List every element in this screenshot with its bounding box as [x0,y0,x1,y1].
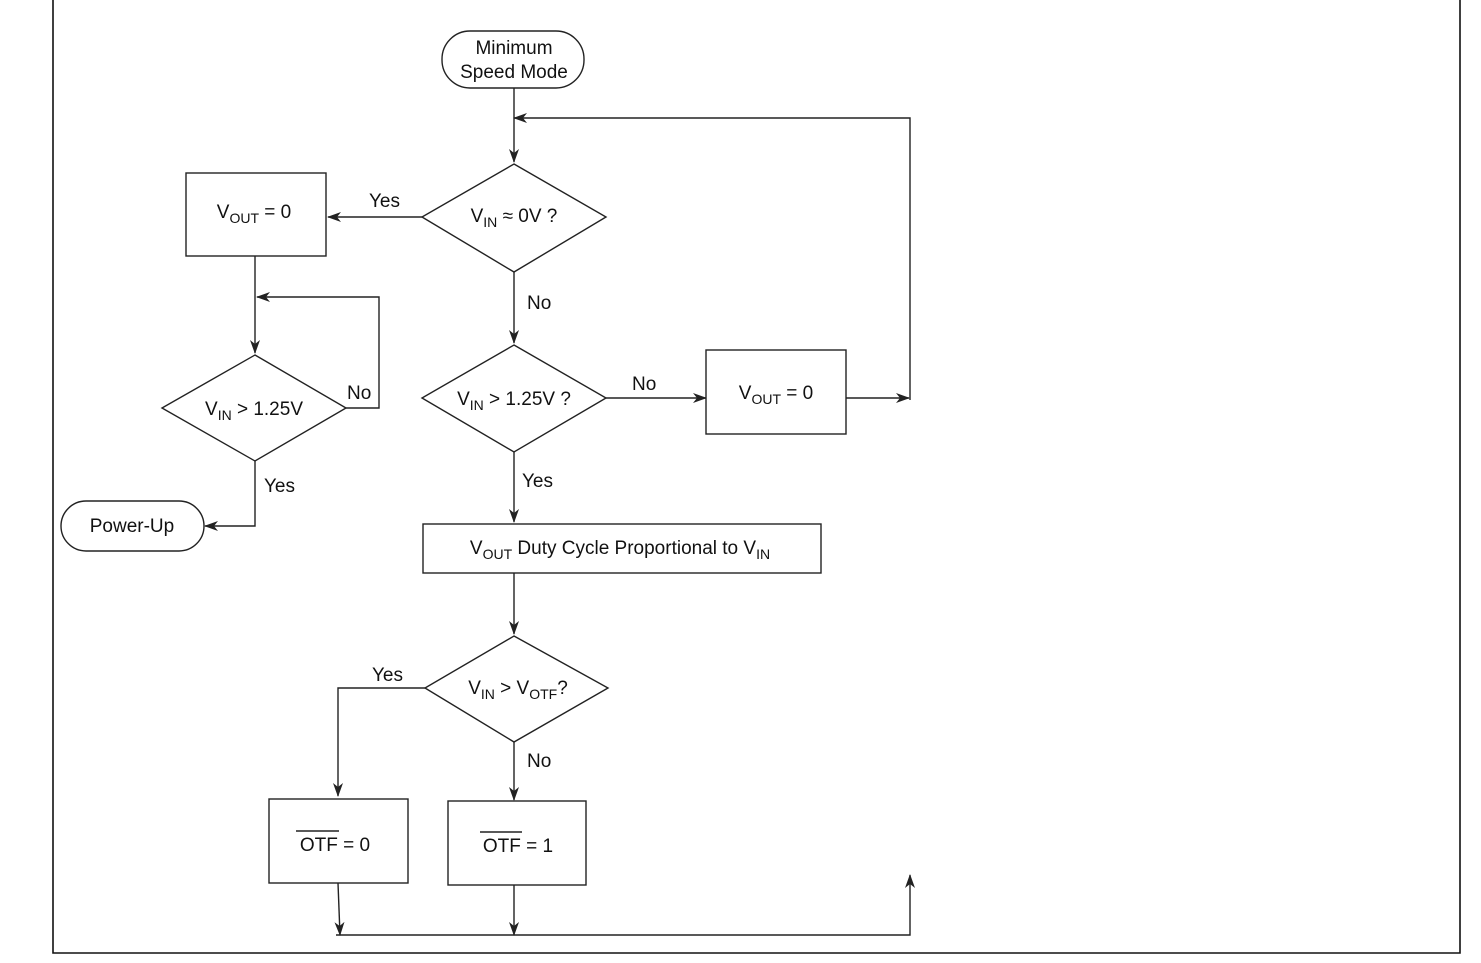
label-votf-no: No [527,751,551,772]
start-label-line1: Minimum [475,38,552,59]
greater-than-text: > [495,678,517,699]
power-up-label: Power-Up [90,516,174,537]
box-vout-right-text: = 0 [781,383,813,404]
label-votf-yes: Yes [372,665,403,686]
arrow-bottom-return [336,874,915,936]
start-terminal: Minimum Speed Mode [441,30,585,89]
vout-symbol: V [217,202,230,223]
arrow-otf0-down [334,882,345,936]
arrow-left-loop-no [256,292,380,409]
arrow-votf-yes [333,687,425,797]
label-center-yes: Yes [522,471,553,492]
vin-symbol: V [471,206,484,227]
decision-vin-approx-zero: VIN ≈ 0V ? [420,163,608,273]
box-otf-0: OTF = 0 [268,798,409,884]
question-mark: ? [557,678,568,699]
label-center-no: No [632,374,656,395]
connectors [204,88,915,936]
svg-text:VOUT Duty Cycle Proportional t: VOUT Duty Cycle Proportional to VIN [470,538,770,562]
otf-1-value: = 1 [521,836,553,857]
svg-text:VIN > VOTF?: VIN > VOTF? [468,678,568,702]
terminal-power-up: Power-Up [60,500,205,552]
decision-vin-gt-125-left: VIN > 1.25V [160,354,348,462]
svg-text:VIN > 1.25V: VIN > 1.25V [205,399,303,423]
box-vout-left-text: = 0 [259,202,291,223]
vin-symbol: V [457,389,470,410]
vin-symbol: V [468,678,481,699]
otf-signal: OTF [483,836,521,857]
vin-subscript: IN [470,397,484,413]
start-label-line2: Speed Mode [460,62,568,83]
decision-vin-zero-text: ≈ 0V ? [497,206,557,227]
box-vout-zero-right: VOUT = 0 [705,349,847,435]
box-vout-zero-left: VOUT = 0 [185,172,327,257]
decision-vin-gt-125-center: VIN > 1.25V ? [420,344,608,453]
box-duty-cycle: VOUT Duty Cycle Proportional to VIN [422,523,822,574]
svg-text:OTF = 0: OTF = 0 [300,835,370,856]
votf-symbol: V [517,678,530,699]
label-left-yes: Yes [264,476,295,497]
vin-subscript: IN [481,686,495,702]
otf-0-value: = 0 [338,835,370,856]
decision-left-text: > 1.25V [232,399,304,420]
label-left-loop-no: No [347,383,371,404]
arrow-loop-return [513,113,911,400]
svg-text:VIN > 1.25V ?: VIN > 1.25V ? [457,389,571,413]
vout-subscript: OUT [483,546,513,562]
svg-text:VOUT = 0: VOUT = 0 [217,202,291,226]
vout-subscript: OUT [229,210,259,226]
vout-symbol: V [470,538,483,559]
vout-symbol: V [739,383,752,404]
vin-subscript: IN [756,546,770,562]
arrow-left-yes [204,461,256,531]
edge-labels: Yes No No Yes No Yes Yes No [264,191,656,772]
vin-subscript: IN [483,214,497,230]
vin-symbol: V [743,538,756,559]
vin-subscript: IN [218,407,232,423]
vout-subscript: OUT [751,391,781,407]
label-vin-zero-no: No [527,293,551,314]
label-vin-zero-yes: Yes [369,191,400,212]
decision-center-text: > 1.25V ? [484,389,571,410]
svg-text:VIN ≈ 0V ?: VIN ≈ 0V ? [471,206,558,230]
votf-subscript: OTF [529,686,557,702]
svg-text:OTF = 1: OTF = 1 [483,836,553,857]
figure-frame [52,0,1461,954]
decision-vin-gt-votf: VIN > VOTF? [423,635,610,743]
vin-symbol: V [205,399,218,420]
box-otf-1: OTF = 1 [447,800,587,886]
svg-text:VOUT = 0: VOUT = 0 [739,383,813,407]
otf-signal: OTF [300,835,338,856]
duty-cycle-text: Duty Cycle Proportional to [512,538,743,559]
